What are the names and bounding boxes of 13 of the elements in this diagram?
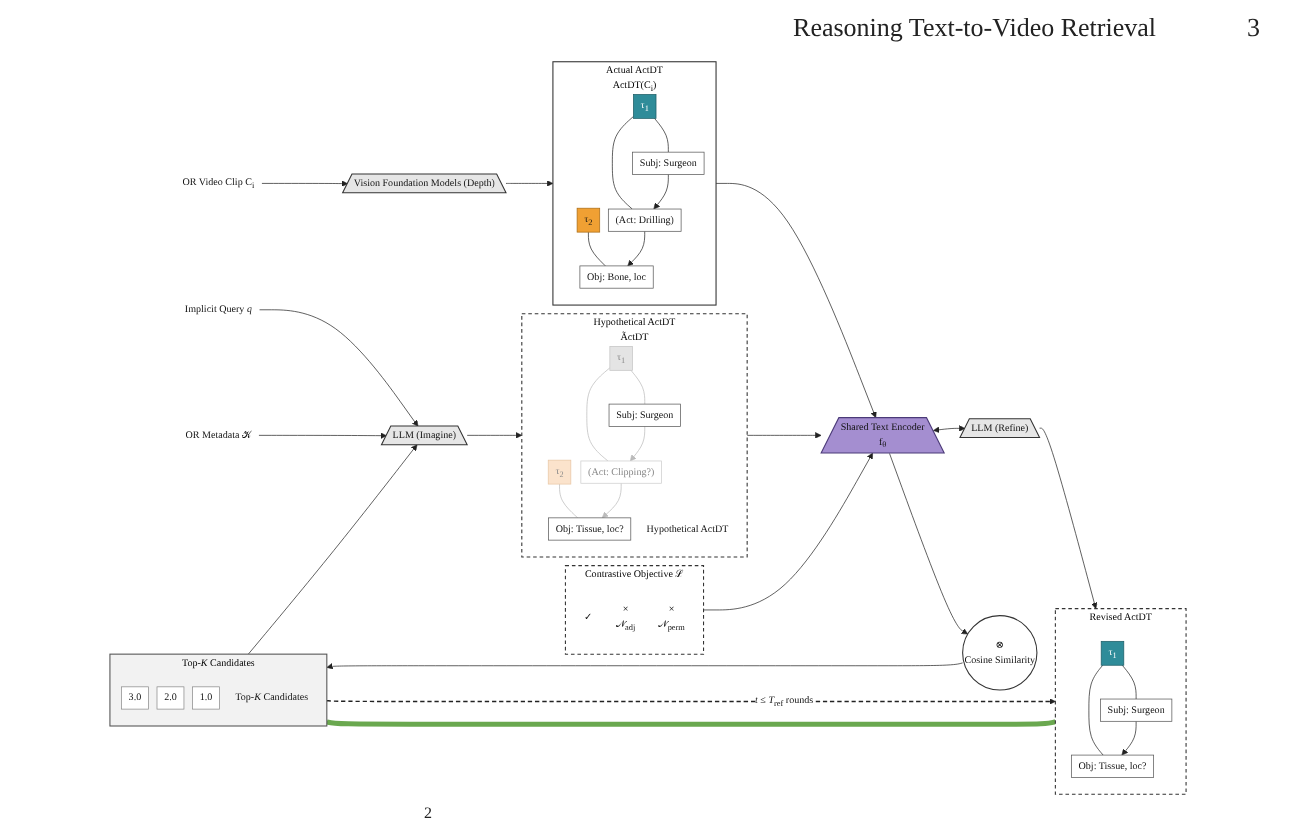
page-number: 3 bbox=[1247, 12, 1260, 44]
connector bbox=[559, 483, 579, 519]
footnote-mark: 2 bbox=[424, 804, 432, 822]
arrow bbox=[326, 698, 1056, 705]
connector bbox=[630, 369, 646, 405]
connector bbox=[612, 116, 634, 210]
connector bbox=[588, 231, 606, 267]
connector bbox=[325, 719, 1057, 727]
connector bbox=[1088, 664, 1104, 756]
connector bbox=[654, 118, 669, 153]
connector bbox=[1121, 664, 1137, 700]
connector bbox=[586, 367, 611, 462]
running-header: Reasoning Text-to-Video Retrieval bbox=[793, 12, 1156, 44]
